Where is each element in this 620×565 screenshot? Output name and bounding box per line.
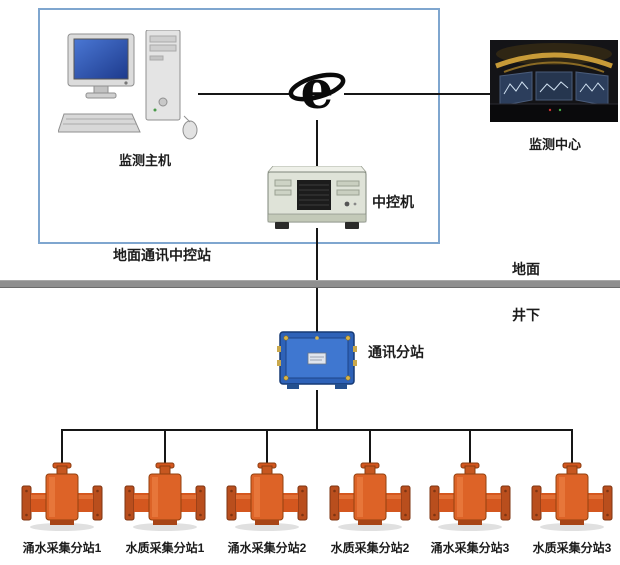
monitoring-center-label: 监测中心 — [528, 137, 581, 152]
substation-icon — [277, 331, 357, 389]
control-machine-label: 中控机 — [372, 194, 414, 210]
drop-line-3 — [266, 429, 268, 467]
control-machine-icon — [267, 166, 367, 229]
monitoring-host-label: 监测主机 — [118, 153, 171, 168]
flow-sensor-icon — [21, 462, 103, 531]
bus-line — [62, 429, 573, 431]
drop-line-1 — [61, 429, 63, 467]
connector-host-to-net — [198, 93, 290, 95]
drop-line-6 — [571, 429, 573, 467]
device-node-6: 水质采集分站3 — [520, 462, 620, 556]
svg-text:e: e — [300, 60, 333, 121]
flow-sensor-icon — [329, 462, 411, 531]
drop-line-5 — [469, 429, 471, 467]
device-label: 涌水采集分站1 — [22, 541, 102, 555]
device-label: 涌水采集分站2 — [227, 541, 307, 555]
connector-substation-to-bus — [316, 390, 318, 430]
connector-net-to-control — [316, 120, 318, 168]
monitoring-center-photo — [490, 40, 618, 122]
substation-label: 通讯分站 — [368, 344, 424, 360]
device-label: 水质采集分站1 — [125, 541, 205, 555]
device-label: 水质采集分站3 — [532, 541, 612, 555]
connector-net-to-center — [344, 93, 490, 95]
internet-e-logo-icon: e — [288, 60, 346, 121]
computer-icon — [58, 30, 198, 140]
surface-label: 地面 — [512, 261, 540, 277]
ground-station-box — [38, 8, 440, 244]
underground-label: 井下 — [512, 307, 540, 323]
device-node-4: 水质采集分站2 — [318, 462, 422, 556]
device-node-3: 涌水采集分站2 — [215, 462, 319, 556]
drop-line-2 — [164, 429, 166, 467]
device-node-1: 涌水采集分站1 — [10, 462, 114, 556]
ground-station-label: 地面通讯中控站 — [113, 247, 211, 263]
device-node-2: 水质采集分站1 — [113, 462, 217, 556]
surface-divider — [0, 280, 620, 288]
device-label: 水质采集分站2 — [330, 541, 410, 555]
flow-sensor-icon — [124, 462, 206, 531]
drop-line-4 — [369, 429, 371, 467]
flow-sensor-icon — [429, 462, 511, 531]
device-label: 涌水采集分站3 — [430, 541, 510, 555]
flow-sensor-icon — [226, 462, 308, 531]
flow-sensor-icon — [531, 462, 613, 531]
device-node-5: 涌水采集分站3 — [418, 462, 522, 556]
